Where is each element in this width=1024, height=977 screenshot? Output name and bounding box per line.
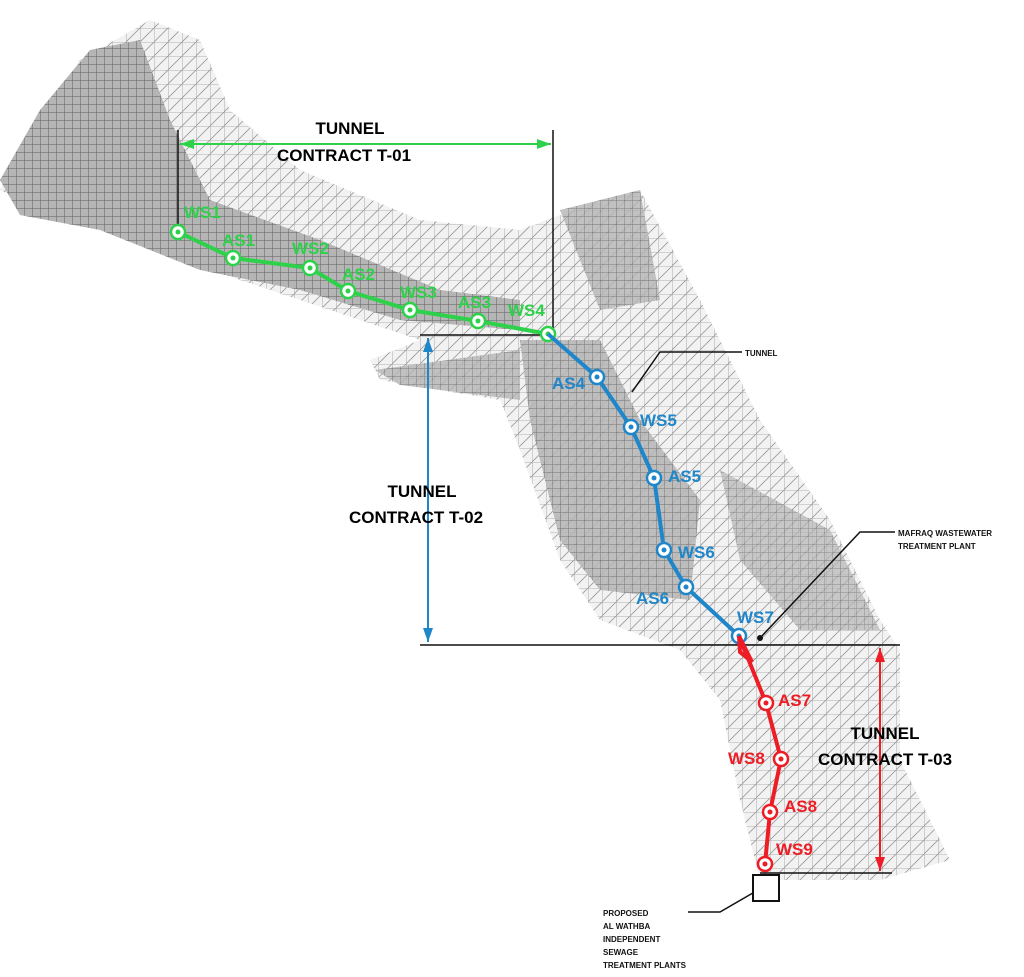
station-label: WS2 (292, 239, 329, 258)
mafraq-note-line1: MAFRAQ WASTEWATER (898, 529, 992, 538)
wathba-note-line2: AL WATHBA (603, 922, 650, 931)
station-marker-dot (628, 424, 634, 430)
contract-t01-line1: TUNNEL (316, 119, 385, 138)
contract-t01-line2: CONTRACT T-01 (277, 146, 411, 165)
station-label: WS7 (737, 608, 774, 627)
mafraq-plant-marker (757, 635, 763, 641)
station-marker-dot (762, 861, 768, 867)
station-marker-dot (661, 547, 667, 553)
station-label: WS9 (776, 840, 813, 859)
station-label: AS7 (778, 691, 811, 710)
station-label: WS6 (678, 543, 715, 562)
station-marker-dot (683, 584, 689, 590)
station-label: WS8 (728, 749, 765, 768)
land-base (0, 20, 950, 880)
arrowhead-icon (875, 648, 885, 662)
station-label: AS5 (668, 467, 701, 486)
station-label: WS1 (184, 203, 221, 222)
station-marker-dot (763, 700, 769, 706)
station-label: WS5 (640, 411, 677, 430)
contract-t02-line2: CONTRACT T-02 (349, 508, 483, 527)
station-label: WS4 (508, 301, 545, 320)
station-label: AS2 (342, 265, 375, 284)
station-marker-dot (230, 255, 236, 261)
dimension-lines (177, 130, 900, 913)
arrowhead-icon (180, 139, 194, 149)
station-label: WS3 (400, 283, 437, 302)
wathba-note-line1: PROPOSED (603, 909, 649, 918)
station-marker-dot (651, 475, 657, 481)
station-label: AS3 (458, 293, 491, 312)
station-label: AS1 (222, 231, 255, 250)
station-marker-dot (307, 265, 313, 271)
wathba-note-line3: INDEPENDENT (603, 935, 660, 944)
station-marker-dot (594, 374, 600, 380)
arrowhead-icon (537, 139, 551, 149)
arrowhead-icon (423, 338, 433, 352)
station-label: AS4 (552, 374, 586, 393)
route-t03 (737, 635, 784, 865)
contract-t03-line2: CONTRACT T-03 (818, 750, 952, 769)
station-label: AS8 (784, 797, 817, 816)
contract-arrows (180, 139, 885, 871)
station-marker-dot (345, 288, 351, 294)
wathba-plant-marker (752, 874, 780, 902)
tunnel-note: TUNNEL (745, 349, 778, 358)
station-marker-dot (175, 229, 181, 235)
contract-t03-line1: TUNNEL (851, 724, 920, 743)
station-marker-dot (767, 809, 773, 815)
station-marker-dot (475, 318, 481, 324)
tunnel-routes (169, 223, 790, 873)
wathba-note-line5: TREATMENT PLANTS (603, 961, 687, 970)
arrowhead-icon (875, 857, 885, 871)
station-label: AS6 (636, 589, 669, 608)
contract-t02-line1: TUNNEL (388, 482, 457, 501)
mafraq-note-line2: TREATMENT PLANT (898, 542, 976, 551)
station-marker-dot (778, 756, 784, 762)
wathba-note-line4: SEWAGE (603, 948, 639, 957)
arrowhead-icon (423, 628, 433, 642)
station-marker-dot (407, 307, 413, 313)
